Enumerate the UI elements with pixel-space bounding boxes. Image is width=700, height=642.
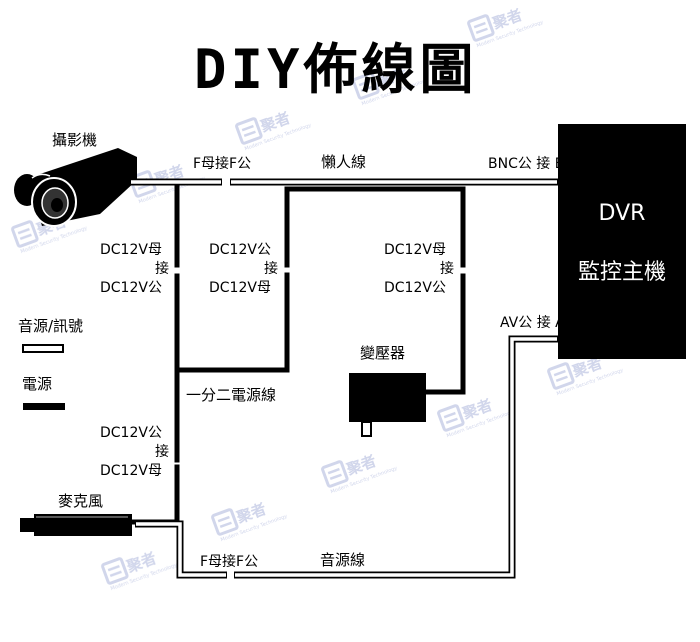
splitter-power-connector: DC12V公 接 DC12V母 [209,242,278,296]
camera-icon [14,148,137,227]
mic-power-connector: DC12V公 接 DC12V母 [100,425,169,479]
connector-text: DC12V母 [384,242,446,258]
dvr-sublabel: 監控主機 [578,260,666,285]
microphone-label: 麥克風 [58,492,103,510]
connector-text: 接 [264,260,278,277]
legend-signal-label: 音源/訊號 [18,317,83,335]
transformer-icon [349,373,426,437]
connector-text: DC12V母 [100,463,162,479]
dvr-box [558,124,686,359]
legend: 音源/訊號 電源 [18,317,83,410]
audio-connector-label: F母接F公 [200,553,258,570]
splitter-cable-label: 一分二電源線 [186,386,276,404]
camera-label: 攝影機 [52,131,97,149]
connector-text: DC12V母 [100,242,162,258]
microphone-icon [20,514,132,536]
av-connector-label: AV公 接 AV母 [500,314,587,331]
legend-power-label: 電源 [22,375,52,393]
connector-text: DC12V公 [100,425,162,441]
camera-connector-label: F母接F公 [193,155,251,172]
connector-text: DC12V公 [209,242,271,258]
connector-text: DC12V母 [209,280,271,296]
bnc-connector-label: BNC公 接 BNC母 [488,155,599,172]
legend-power-swatch [23,403,65,410]
dvr-label: DVR [599,201,646,226]
transformer-label: 變壓器 [360,344,405,362]
lazy-cable-label: 懶人線 [321,153,366,171]
connector-text: 接 [155,443,169,460]
power-wires [127,184,466,525]
audio-cable-label: 音源線 [320,551,365,569]
signal-wires [130,178,558,579]
connector-text: DC12V公 [384,280,446,296]
diagram-title: DIY佈線圖 [194,38,478,101]
connector-text: 接 [155,260,169,277]
connector-text: 接 [440,260,454,277]
legend-signal-swatch [22,344,64,353]
connector-text: DC12V公 [100,280,162,296]
transformer-power-connector: DC12V母 接 DC12V公 [384,242,454,296]
camera-power-connector: DC12V母 接 DC12V公 [100,242,169,296]
